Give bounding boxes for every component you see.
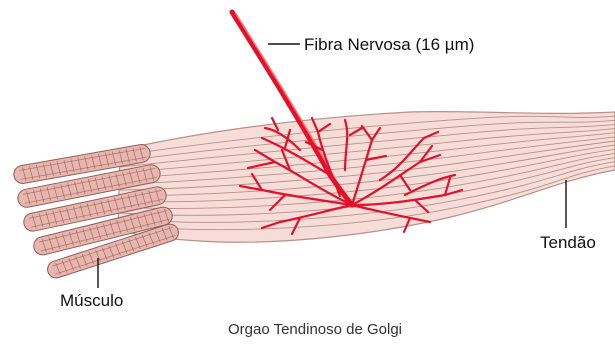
diagram-caption: Orgao Tendinoso de Golgi [228, 321, 402, 338]
label-nerve-fiber: Fibra Nervosa (16 µm) [304, 35, 474, 54]
label-tendon: Tendão [540, 233, 596, 252]
label-muscle: Músculo [60, 291, 123, 310]
